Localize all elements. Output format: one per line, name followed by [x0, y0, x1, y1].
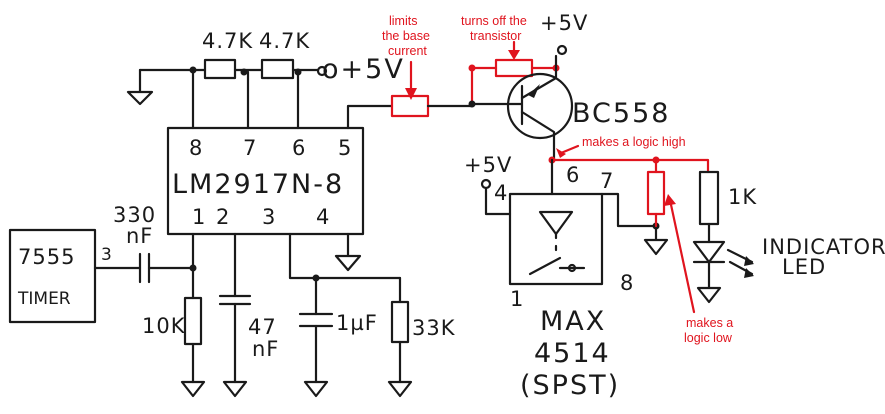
ic-name: LM2917N-8: [172, 169, 344, 200]
label-1uf: 1µF: [336, 311, 378, 335]
label-plus5v-top: o+5V: [322, 54, 405, 85]
wire-switch-pin7: [600, 192, 658, 228]
label-330: 330: [113, 203, 156, 227]
label-330-unit: nF: [126, 224, 153, 248]
ic-pin-8: 8: [189, 136, 203, 160]
ic-pin-7: 7: [243, 136, 257, 160]
indicator-led-branch: 1K INDICATOR LED: [692, 170, 885, 304]
ic-pin-1: 1: [192, 205, 206, 229]
resistor-33k: [390, 300, 410, 344]
ic-pin-5: 5: [338, 136, 352, 160]
transistor-bc558: +5V BC558: [468, 11, 670, 162]
capacitor-1uf: [298, 312, 334, 328]
wire-switch-pin4: [484, 186, 512, 216]
label-4514: 4514: [534, 338, 611, 369]
note-logic-high: makes a logic high: [582, 135, 686, 149]
label-max: MAX: [540, 306, 606, 337]
logic-high-node: [548, 144, 710, 174]
note-base-limit-3: current: [388, 44, 427, 58]
resistor-logic-low: [646, 170, 666, 216]
timer-7555: 7555 TIMER 3 330 nF: [8, 203, 195, 324]
led-icon: [692, 240, 726, 264]
switch-max4514: 4 6 7 1 8 MAX 4514 (SPST): [494, 163, 634, 401]
ground-symbol-47nf: [222, 380, 248, 398]
capacitor-47nf: [218, 294, 252, 306]
label-plus5v-emitter: +5V: [540, 11, 588, 35]
resistor-10k: [183, 296, 203, 346]
timer-pin-3: 3: [101, 245, 112, 265]
label-47: 47: [248, 315, 277, 339]
resistor-4k7-b: [260, 58, 295, 80]
note-logic-low-2: logic low: [684, 331, 733, 345]
note-turn-off-1: turns off the: [461, 14, 527, 28]
ic-pin-3: 3: [262, 205, 276, 229]
ground-symbol-pin4: [334, 232, 362, 272]
pin1-network: 10K: [142, 232, 206, 398]
label-47-unit: nF: [252, 337, 279, 361]
resistor-1k: [698, 170, 720, 226]
wire-pin5: [346, 104, 394, 130]
note-logic-low-1: makes a: [686, 316, 733, 330]
label-4k7-b: 4.7K: [259, 29, 310, 53]
pullup-network: 4.7K 4.7K o+5V: [126, 29, 405, 130]
base-resistor: [390, 60, 474, 118]
ground-symbol-top: [126, 68, 154, 106]
ground-symbol-1uf: [303, 380, 329, 398]
label-spst: (SPST): [520, 370, 620, 401]
note-turn-off-2: transistor: [470, 29, 521, 43]
ic-pin-6: 6: [292, 136, 306, 160]
switch-pin-7: 7: [600, 169, 614, 193]
ic-pin-4: 4: [316, 205, 330, 229]
label-indicator: INDICATOR: [762, 235, 885, 259]
label-33k: 33K: [412, 316, 456, 340]
base-pullup-resistor: [468, 40, 560, 106]
label-1k: 1K: [728, 185, 757, 209]
label-4k7-a: 4.7K: [202, 29, 253, 53]
lm2917-ic: LM2917N-8 8 7 6 5 1 2 3 4: [166, 126, 365, 236]
timer-sub-label: TIMER: [17, 289, 71, 309]
switch-pin-6: 6: [566, 163, 580, 187]
pin3-network: 1µF 33K: [288, 232, 456, 398]
note-base-limit-2: the base: [382, 29, 430, 43]
ground-symbol-switch: [643, 224, 669, 256]
ground-symbol-10k: [180, 380, 206, 398]
label-plus5v-switch: +5V: [464, 153, 512, 177]
ic-pin-2: 2: [216, 205, 230, 229]
label-10k: 10K: [142, 314, 186, 338]
label-bc558: BC558: [572, 98, 670, 129]
switch-pin-8: 8: [620, 271, 634, 295]
ground-symbol-33k: [387, 380, 413, 398]
switch-pin-1: 1: [510, 287, 524, 311]
timer-label: 7555: [18, 245, 75, 269]
resistor-4k7-a: [203, 58, 237, 80]
pin2-network: 47 nF: [218, 232, 279, 398]
label-led: LED: [782, 255, 826, 279]
switch-pin-4: 4: [494, 181, 508, 205]
ground-symbol-led: [696, 260, 722, 304]
capacitor-330nf: [138, 252, 151, 284]
note-base-limit-1: limits: [389, 14, 417, 28]
